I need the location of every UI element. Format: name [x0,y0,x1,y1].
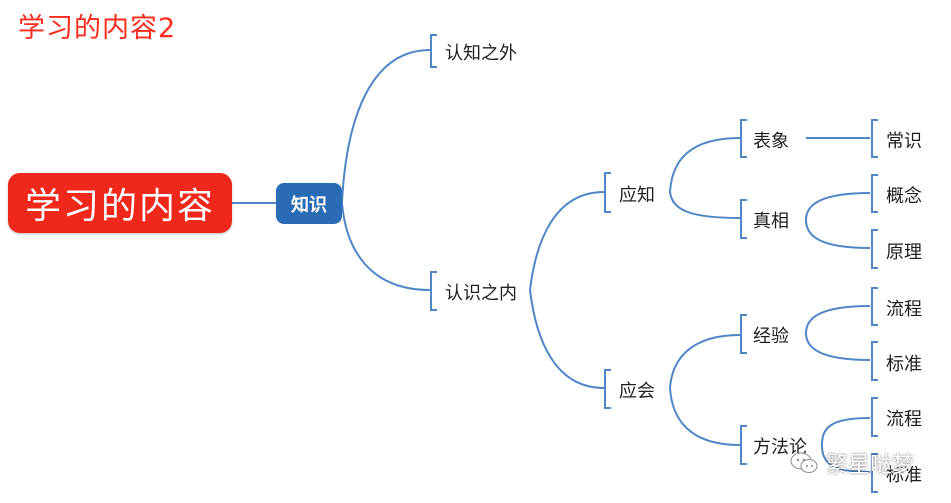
connector-do-method [669,387,741,446]
connector-do-experience [669,334,741,389]
node-concept: 概念 [886,186,922,207]
connector-truth-children [804,192,871,249]
node-methodology: 方法论 [753,437,807,458]
node-outside-cognition: 认知之外 [445,43,517,64]
connector-inside-do [529,289,605,389]
node-standard-2: 标准 [886,465,922,486]
node-inside-cognition: 认识之内 [445,283,517,304]
node-appearance: 表象 [753,131,789,152]
node-standard-1: 标准 [886,354,922,375]
node-should-do: 应会 [619,381,655,402]
root-node: 学习的内容 [8,173,232,233]
node-truth: 真相 [753,211,789,232]
connector-knowledge-outside [341,49,431,204]
watermark-text: 繁星哒梦 [826,453,915,478]
wechat-icon [790,452,818,473]
page-title: 学习的内容2 [18,13,177,44]
connector-method-children [820,417,871,473]
node-common-sense: 常识 [886,131,922,152]
connector-inside-know [529,191,605,291]
connector-know-appearance [669,137,741,193]
node-process-2: 流程 [886,409,922,430]
connector-know-truth [669,191,741,219]
node-experience: 经验 [753,326,789,347]
connector-knowledge-inside [341,202,431,291]
connector-experience-children [804,305,871,361]
node-process-1: 流程 [886,299,922,320]
node-principle: 原理 [886,242,922,263]
watermark: 繁星哒梦 [790,447,914,479]
node-should-know: 应知 [619,185,655,206]
knowledge-node: 知识 [276,183,342,224]
